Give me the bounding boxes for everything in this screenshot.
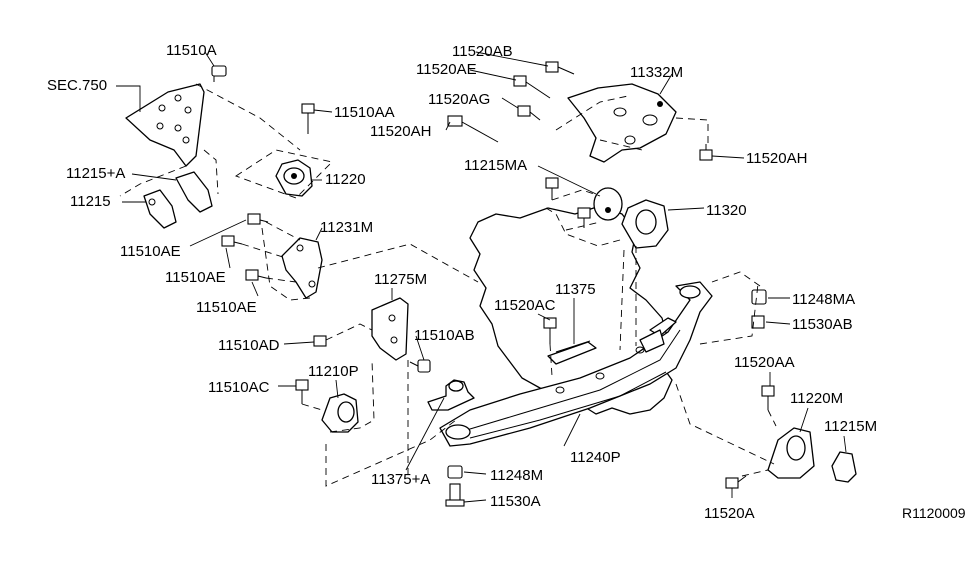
bolt-extra-2 bbox=[577, 207, 591, 228]
label-11320: 11320 bbox=[706, 202, 747, 219]
label-11215ma: 11215MA bbox=[464, 157, 527, 174]
label-11215: 11215 bbox=[70, 193, 111, 210]
bolt-11520ah-1 bbox=[447, 115, 499, 143]
bolt-11520ac bbox=[543, 317, 557, 344]
label-11520ah-1: 11520AH bbox=[370, 123, 431, 140]
label-11248m: 11248M bbox=[490, 467, 543, 484]
bolt-11520aa bbox=[761, 385, 775, 410]
mount-11220m bbox=[767, 427, 815, 479]
assembly-dashed-lines bbox=[119, 83, 777, 487]
label-11530a: 11530A bbox=[490, 493, 541, 510]
label-11510ae-3: 11510AE bbox=[196, 299, 257, 316]
label-11510ad: 11510AD bbox=[218, 337, 280, 354]
label-11520ag: 11520AG bbox=[428, 91, 490, 108]
label-11510ac: 11510AC bbox=[208, 379, 270, 396]
label-11275m: 11275M bbox=[374, 271, 427, 288]
label-11520ae: 11520AE bbox=[416, 61, 477, 78]
bolt-11510aa bbox=[301, 103, 315, 134]
label-11332m: 11332M bbox=[630, 64, 683, 81]
label-11520ah-2: 11520AH bbox=[746, 150, 807, 167]
label-11240p: 11240P bbox=[570, 449, 621, 466]
label-11220m: 11220M bbox=[790, 390, 843, 407]
label-11510a: 11510A bbox=[166, 42, 217, 59]
label-11520a: 11520A bbox=[704, 505, 755, 522]
bolt-extra-1 bbox=[545, 177, 559, 200]
bolt-11520ah-2 bbox=[699, 144, 713, 161]
insulator-11215a bbox=[175, 171, 213, 213]
bolt-11510ae-3 bbox=[245, 269, 267, 281]
mount-11220 bbox=[275, 159, 313, 197]
label-sec750: SEC.750 bbox=[47, 77, 107, 94]
mount-11320 bbox=[621, 199, 669, 249]
label-11510ae-1: 11510AE bbox=[120, 243, 181, 260]
leader-lines bbox=[116, 51, 847, 503]
label-11375a: 11375+A bbox=[371, 471, 430, 488]
label-11510aa: 11510AA bbox=[334, 104, 395, 121]
label-11530ab: 11530AB bbox=[792, 316, 853, 333]
bracket-sec750 bbox=[125, 83, 205, 167]
mount-11375a bbox=[427, 379, 475, 411]
bracket-11332m bbox=[567, 83, 677, 163]
insulator-11215 bbox=[143, 189, 177, 229]
bolt-11530ab bbox=[751, 315, 765, 329]
nut-11248m bbox=[447, 465, 463, 479]
label-11210p: 11210P bbox=[308, 363, 359, 380]
label-11520ab: 11520AB bbox=[452, 43, 513, 60]
nut-11510ab bbox=[409, 359, 431, 373]
mount-11210p bbox=[321, 393, 359, 433]
label-11510ae-2: 11510AE bbox=[165, 269, 226, 286]
bolt-11520ae bbox=[513, 75, 551, 99]
bolt-11510ac bbox=[295, 379, 309, 404]
bolt-11510a bbox=[211, 65, 227, 82]
bolt-11510ae-2 bbox=[221, 235, 243, 247]
insulator-11215ma bbox=[593, 187, 623, 221]
bolt-11510ae-1 bbox=[247, 213, 269, 225]
label-11215m: 11215M bbox=[824, 418, 877, 435]
label-11231m: 11231M bbox=[320, 219, 373, 236]
bolt-11530a bbox=[445, 483, 465, 507]
label-11520aa: 11520AA bbox=[734, 354, 795, 371]
bolt-11520a bbox=[725, 475, 747, 489]
label-11520ac: 11520AC bbox=[494, 297, 556, 314]
bracket-11275m bbox=[371, 297, 409, 361]
label-11375: 11375 bbox=[555, 281, 596, 298]
label-11248ma: 11248MA bbox=[792, 291, 855, 308]
part-number-labels: 11510A SEC.750 11510AA 11215+A 11220 112… bbox=[47, 42, 966, 522]
label-11510ab: 11510AB bbox=[414, 327, 475, 344]
nut-11248ma bbox=[751, 289, 767, 305]
crossmember-11240p bbox=[439, 281, 713, 447]
insulator-11215m bbox=[831, 451, 857, 483]
bracket-11231m bbox=[281, 237, 323, 299]
bracket-11375 bbox=[547, 340, 597, 365]
bolt-11510ad bbox=[313, 335, 327, 347]
diagram-reference-code: R1120009 bbox=[902, 505, 966, 521]
bolt-11520ag bbox=[517, 105, 541, 121]
bolt-11520ab bbox=[545, 61, 575, 75]
label-11215a: 11215+A bbox=[66, 165, 125, 182]
label-11220: 11220 bbox=[325, 171, 366, 188]
